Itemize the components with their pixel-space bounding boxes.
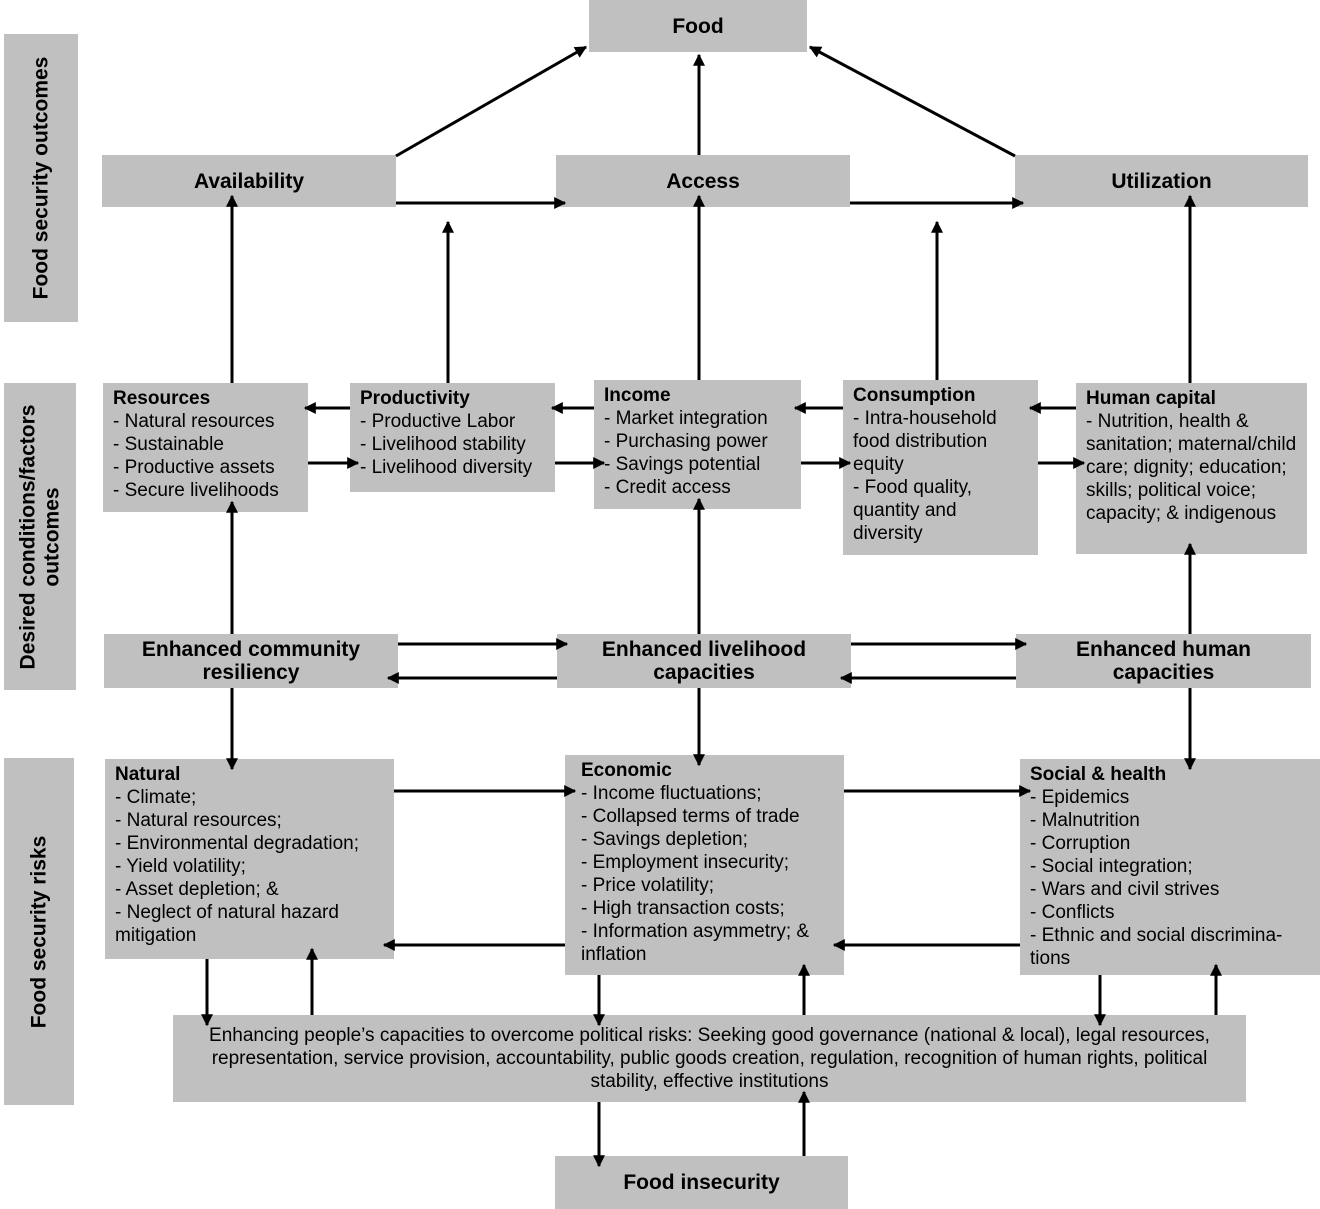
productivity-box: Productivity - Productive Labor - Liveli… xyxy=(350,383,555,492)
side-label-risks-text: Food security risks xyxy=(27,835,51,1028)
enhanced-community-line1: Enhanced community xyxy=(141,638,361,661)
productivity-title: Productivity xyxy=(360,388,470,409)
enhanced-livelihood-box: Enhanced livelihood capacities xyxy=(557,634,851,688)
natural-item: - Yield volatility; xyxy=(115,856,246,877)
resources-item: - Natural resources xyxy=(113,411,275,432)
enhanced-community-box: Enhanced community resiliency xyxy=(104,634,398,688)
enhanced-livelihood-line2: capacities xyxy=(653,661,755,684)
consumption-item: - Food quality, quantity and diversity xyxy=(853,477,972,544)
human-capital-title: Human capital xyxy=(1086,388,1216,409)
income-item: - Purchasing power xyxy=(604,431,768,452)
social-item: - Wars and civil strives xyxy=(1030,879,1220,900)
resources-item: - Productive assets xyxy=(113,457,275,478)
economic-item: - Income fluctuations; xyxy=(581,783,762,804)
social-item: - Social integration; xyxy=(1030,856,1193,877)
side-label-desired: Desired conditions/factors outcomes xyxy=(4,383,76,690)
arrow-utilization-food xyxy=(808,45,1016,158)
natural-item: - Climate; xyxy=(115,787,197,808)
natural-title: Natural xyxy=(115,764,181,785)
side-label-risks: Food security risks xyxy=(4,758,74,1105)
social-item: - Epidemics xyxy=(1030,787,1130,808)
income-title: Income xyxy=(604,385,671,406)
income-box: Income - Market integration - Purchasing… xyxy=(594,380,801,509)
resources-box: Resources - Natural resources - Sustaina… xyxy=(103,383,308,512)
economic-title: Economic xyxy=(581,760,672,781)
social-risk-box: Social & health - Epidemics - Malnutriti… xyxy=(1020,759,1320,975)
productivity-item: - Livelihood stability xyxy=(360,434,526,455)
enhanced-human-line1: Enhanced human xyxy=(1075,638,1252,661)
side-label-desired-line2: outcomes xyxy=(40,486,64,587)
productivity-item: - Livelihood diversity xyxy=(360,457,533,478)
economic-item: - Savings depletion; xyxy=(581,829,748,850)
income-item: - Market integration xyxy=(604,408,768,429)
political-risks-box: Enhancing people’s capacities to overcom… xyxy=(173,1015,1246,1102)
side-label-desired-line1: Desired conditions/factors xyxy=(16,404,40,669)
natural-item: - Environmental degradation; xyxy=(115,833,359,854)
income-item: - Savings potential xyxy=(604,454,761,475)
enhanced-livelihood-line1: Enhanced livelihood xyxy=(601,638,807,661)
economic-item: - High transaction costs; xyxy=(581,898,785,919)
consumption-box: Consumption - Intra-household food distr… xyxy=(843,380,1038,555)
enhanced-human-box: Enhanced human capacities xyxy=(1016,634,1311,688)
income-item: - Credit access xyxy=(604,477,731,498)
human-capital-item: - Nutrition, health & sanitation; matern… xyxy=(1086,411,1297,524)
human-capital-box: Human capital - Nutrition, health & sani… xyxy=(1076,383,1307,554)
social-item: - Ethnic and social discrimina-tions xyxy=(1030,925,1283,969)
economic-item: - Price volatility; xyxy=(581,875,715,896)
consumption-title: Consumption xyxy=(853,385,976,406)
food-insecurity-box: Food insecurity xyxy=(555,1156,848,1209)
social-item: - Conflicts xyxy=(1030,902,1115,923)
food-box: Food xyxy=(589,0,807,52)
side-label-outcomes-text: Food security outcomes xyxy=(29,56,52,300)
natural-risk-box: Natural - Climate; - Natural resources; … xyxy=(105,759,394,959)
resources-title: Resources xyxy=(113,388,211,409)
productivity-item: - Productive Labor xyxy=(360,411,516,432)
consumption-item: - Intra-household food distribution equi… xyxy=(853,408,997,475)
resources-item: - Sustainable xyxy=(113,434,224,455)
arrow-availability-food xyxy=(395,45,588,158)
economic-risk-box: Economic - Income fluctuations; - Collap… xyxy=(565,755,844,975)
economic-item: - Collapsed terms of trade xyxy=(581,806,800,827)
side-label-outcomes: Food security outcomes xyxy=(4,34,78,322)
resources-item: - Secure livelihoods xyxy=(113,480,279,501)
natural-item: - Asset depletion; & xyxy=(115,879,279,900)
enhanced-human-line2: capacities xyxy=(1112,661,1215,684)
economic-item: - Employment insecurity; xyxy=(581,852,790,873)
enhanced-community-line2: resiliency xyxy=(202,661,300,684)
social-item: - Corruption xyxy=(1030,833,1131,854)
utilization-box: Utilization xyxy=(1015,155,1308,207)
social-title: Social & health xyxy=(1030,764,1167,785)
natural-item: - Natural resources; xyxy=(115,810,282,831)
social-item: - Malnutrition xyxy=(1030,810,1140,831)
access-box: Access xyxy=(556,155,850,207)
natural-item: - Neglect of natural hazard mitigation xyxy=(115,902,339,946)
economic-item: - Information asymmetry; & inflation xyxy=(581,921,810,965)
availability-box: Availability xyxy=(102,155,396,207)
